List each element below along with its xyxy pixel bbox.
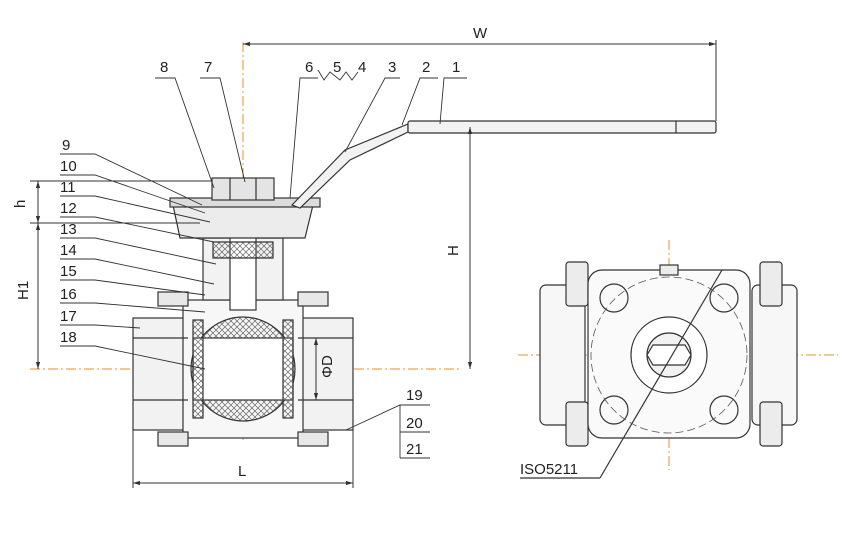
stem-nut xyxy=(211,177,275,201)
mount-hole-tr xyxy=(709,283,739,313)
left-seat xyxy=(192,319,204,419)
pcd-circle xyxy=(590,276,748,434)
part-9: 9 xyxy=(62,137,70,154)
bolt-bottom-left xyxy=(157,431,189,447)
right-seat xyxy=(282,319,294,419)
part-13: 13 xyxy=(60,221,77,238)
handle-grip xyxy=(407,120,717,134)
bore xyxy=(192,337,294,401)
mount-hole-tl xyxy=(599,283,629,313)
bolt-top-left xyxy=(157,291,189,307)
top-view xyxy=(518,240,838,479)
mounting-pad xyxy=(172,204,314,239)
right-end-cap xyxy=(297,317,354,431)
part-8: 8 xyxy=(160,59,168,76)
packing xyxy=(212,241,274,259)
part-6: 6 xyxy=(305,59,313,76)
dim-h: h xyxy=(12,200,29,208)
part-11: 11 xyxy=(60,179,76,196)
dimension-lines xyxy=(30,40,717,488)
part-14: 14 xyxy=(60,242,77,259)
part-3: 3 xyxy=(388,59,396,76)
part-10: 10 xyxy=(60,158,77,175)
bolt-bottom-right xyxy=(297,431,329,447)
dim-L: L xyxy=(238,463,246,480)
part-7: 7 xyxy=(204,59,212,76)
part-19: 19 xyxy=(406,387,423,404)
handle-arm xyxy=(290,123,409,209)
part-15: 15 xyxy=(60,263,77,280)
part-12: 12 xyxy=(60,200,77,217)
mount-hole-br xyxy=(709,395,739,425)
bolt-top-right xyxy=(297,291,329,307)
leader-lines xyxy=(60,69,467,459)
part-20: 20 xyxy=(406,415,423,432)
dim-H: H xyxy=(445,245,462,256)
part-5: 5 xyxy=(333,59,341,76)
iso-label: ISO5211 xyxy=(520,461,578,478)
stem-flats xyxy=(646,344,692,366)
part-17: 17 xyxy=(60,308,77,325)
dim-W: W xyxy=(473,25,488,42)
dim-D: ΦD xyxy=(319,355,336,378)
part-2: 2 xyxy=(422,59,430,76)
part-16: 16 xyxy=(60,286,77,303)
part-18: 18 xyxy=(60,329,77,346)
part-1: 1 xyxy=(452,59,460,76)
part-4: 4 xyxy=(358,59,366,76)
mount-hole-bl xyxy=(599,395,629,425)
left-end-cap xyxy=(132,317,189,431)
part-21: 21 xyxy=(406,441,423,458)
left-port xyxy=(539,284,586,426)
dim-H1: H1 xyxy=(15,281,32,300)
